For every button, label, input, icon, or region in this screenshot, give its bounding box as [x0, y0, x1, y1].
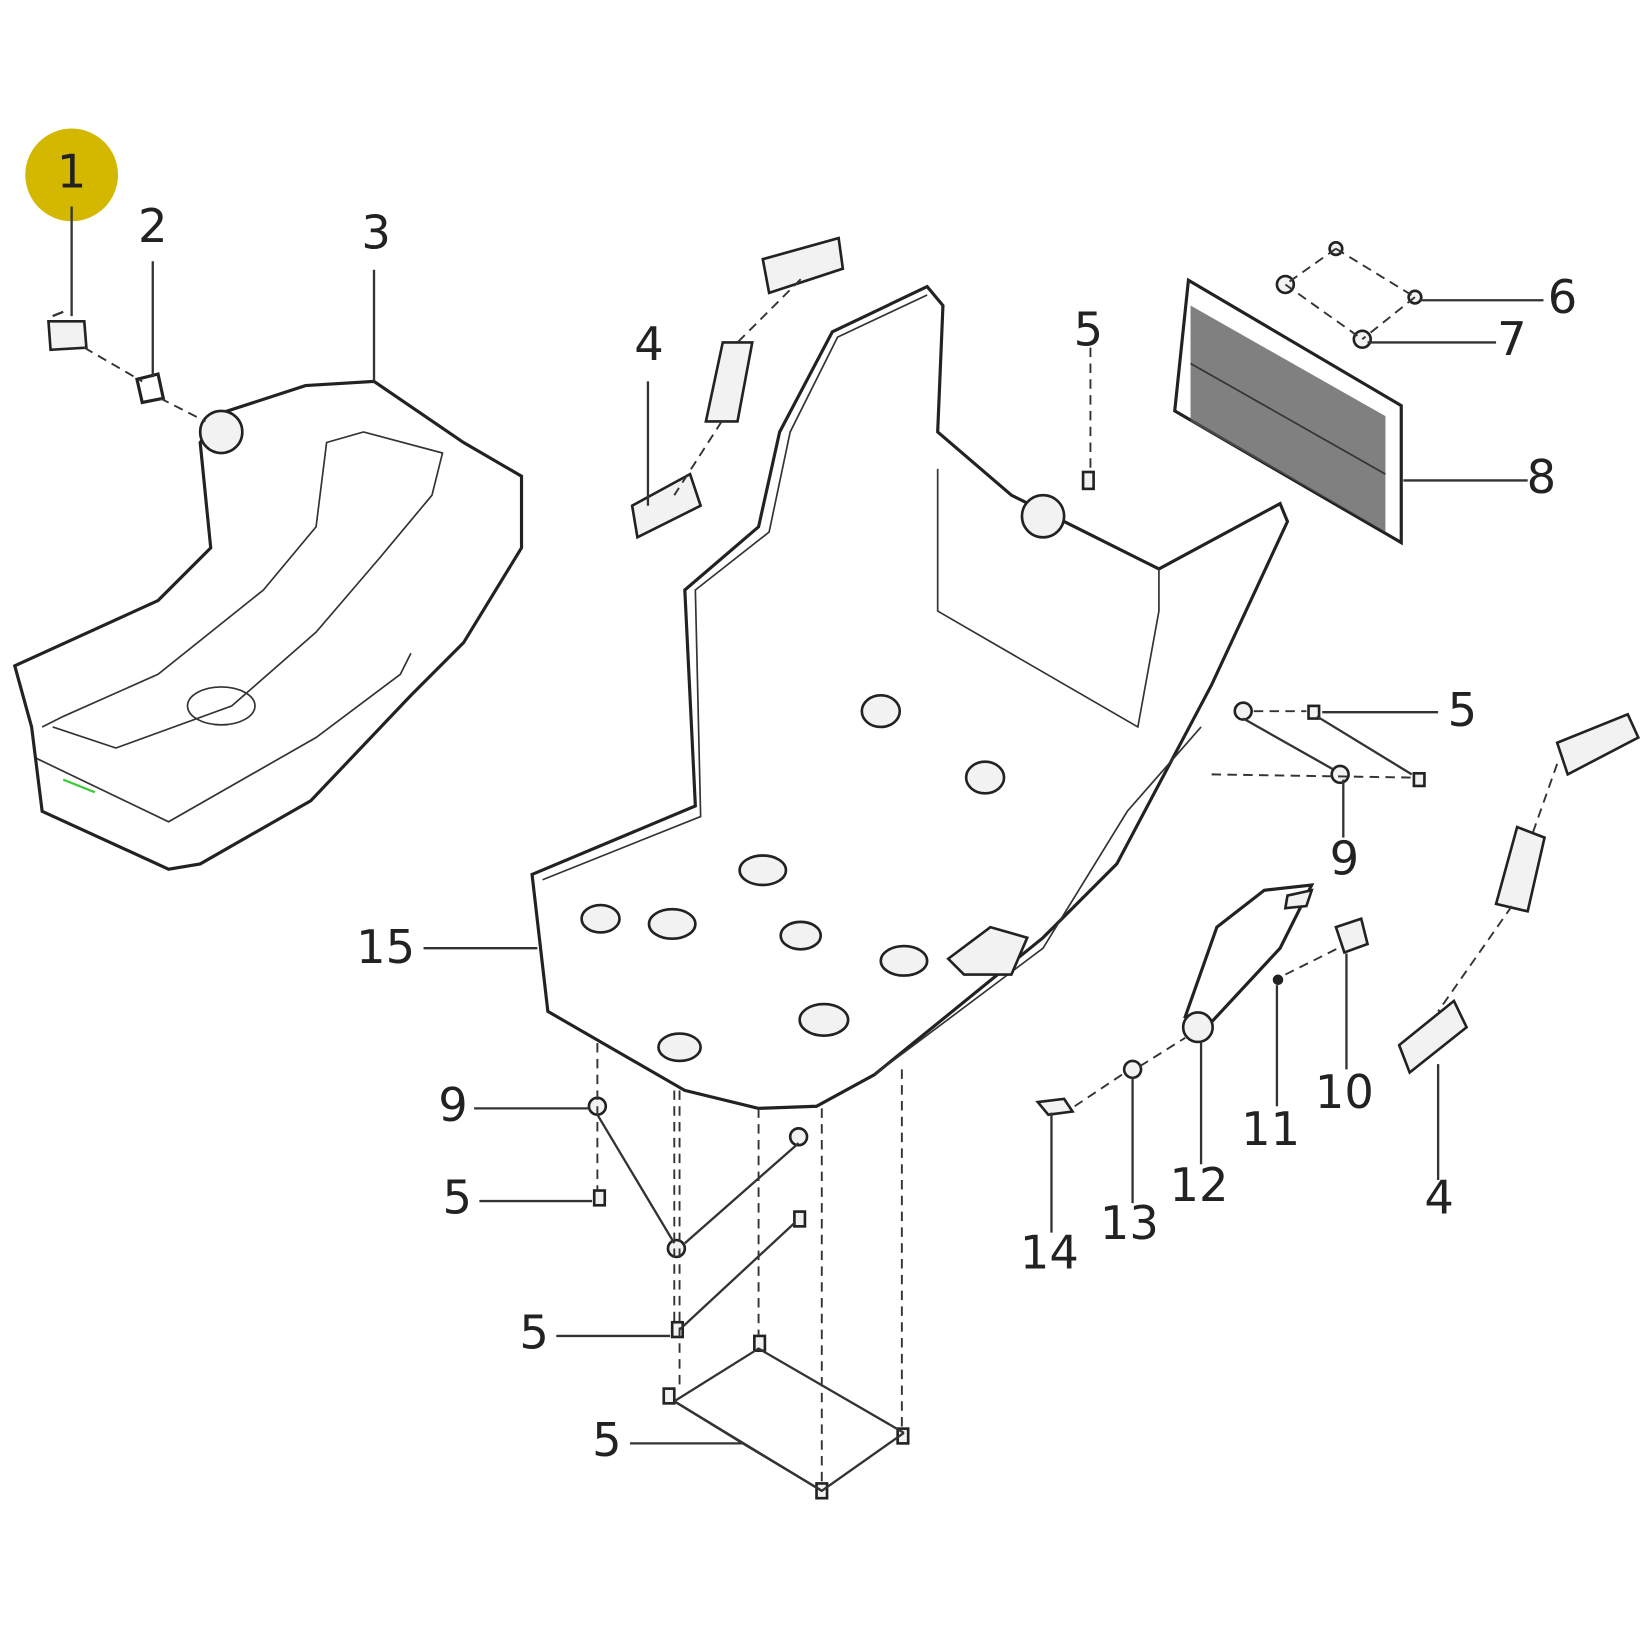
bolt-part-14[interactable] — [1035, 1097, 1075, 1117]
callout-5[interactable]: 5 — [592, 1413, 622, 1467]
callout-5[interactable]: 5 — [1074, 302, 1103, 356]
callout-5[interactable]: 5 — [443, 1171, 473, 1225]
bracket-part-12[interactable] — [1181, 883, 1315, 1044]
callout-4[interactable]: 4 — [1424, 1171, 1454, 1225]
washer-part-13[interactable] — [1122, 1059, 1143, 1080]
callout-5[interactable]: 5 — [519, 1305, 549, 1359]
callout-1[interactable]: 1 — [57, 144, 87, 198]
washer-part-11[interactable] — [1272, 974, 1284, 986]
callout-4[interactable]: 4 — [634, 317, 664, 371]
callout-10[interactable]: 10 — [1315, 1065, 1374, 1119]
sticker-part-4-right[interactable] — [1397, 712, 1641, 1075]
fuel-tank-part-3[interactable] — [12, 379, 524, 871]
callout-7[interactable]: 7 — [1497, 312, 1527, 366]
callout-8[interactable]: 8 — [1527, 450, 1557, 504]
skid-plate-part-15[interactable] — [530, 284, 1290, 1110]
callout-labels: 1 2 3 4 4 5 5 5 5 5 5 6 7 8 9 9 10 11 12… — [57, 144, 1577, 1467]
fasteners-6-7[interactable] — [1275, 241, 1423, 349]
sticker-part-4-left[interactable] — [630, 236, 845, 540]
callout-6[interactable]: 6 — [1548, 270, 1578, 324]
callout-13[interactable]: 13 — [1100, 1196, 1159, 1250]
fuel-cap-part-1[interactable] — [47, 310, 88, 352]
callout-3[interactable]: 3 — [361, 206, 391, 260]
rubber-grommets — [580, 694, 1006, 1063]
callout-12[interactable]: 12 — [1169, 1158, 1228, 1212]
gasket-part-2[interactable] — [135, 372, 166, 405]
callout-11[interactable]: 11 — [1241, 1102, 1300, 1156]
callout-highlight[interactable] — [25, 128, 119, 222]
callout-5[interactable]: 5 — [1448, 683, 1478, 737]
callout-15[interactable]: 15 — [356, 920, 415, 974]
radiator-grille-part-8[interactable] — [1173, 277, 1403, 546]
callout-9[interactable]: 9 — [438, 1078, 468, 1132]
callout-14[interactable]: 14 — [1020, 1225, 1079, 1279]
callout-2[interactable]: 2 — [138, 199, 168, 253]
leader-lines — [70, 206, 1544, 1492]
nut-part-10[interactable] — [1334, 917, 1370, 955]
callout-9[interactable]: 9 — [1330, 831, 1360, 885]
